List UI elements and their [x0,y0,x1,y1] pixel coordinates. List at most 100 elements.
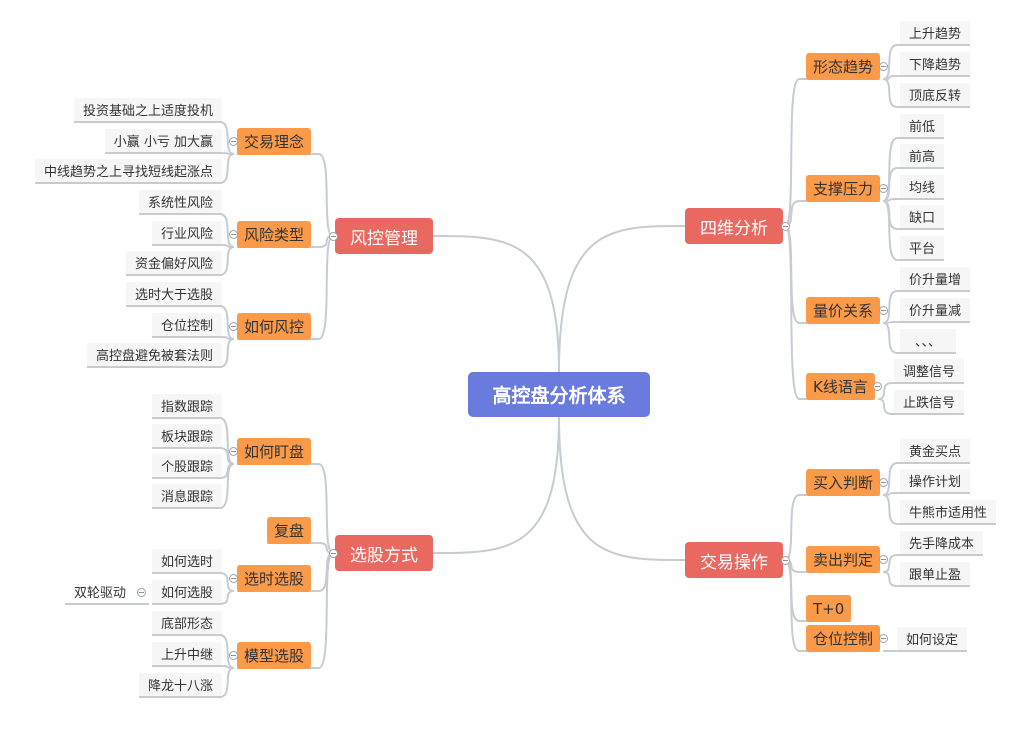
connector-line [311,153,334,237]
leaf-topic[interactable]: 高控盘避免被套法则 [86,343,222,368]
collapse-toggle-icon[interactable] [873,382,883,391]
leaf-topic[interactable]: 先手降成本 [900,531,984,556]
collapse-toggle-icon[interactable] [878,555,888,564]
connector-line [432,416,560,554]
collapse-toggle-icon[interactable] [328,548,338,558]
connector-line [311,552,334,669]
leaf-topic[interactable]: 牛熊市适用性 [900,500,997,525]
leaf-topic[interactable]: 板块跟踪 [151,424,222,449]
collapse-toggle-icon[interactable] [780,221,790,231]
main-topic-stock-picking[interactable]: 选股方式 [335,535,433,571]
connector-line [784,559,806,652]
connector-line [882,200,900,261]
subtopic-support-resistance[interactable]: 支撑压力 [806,175,881,202]
leaf-topic[interactable]: 中线趋势之上寻找短线起涨点 [34,159,222,184]
leaf-topic[interactable]: 调整信号 [894,359,965,384]
leaf-topic-dual-drive[interactable]: 双轮驱动 [64,580,135,605]
leaf-topic[interactable]: 个股跟踪 [151,454,222,479]
collapse-toggle-icon[interactable] [229,137,239,146]
collapse-toggle-icon[interactable] [229,230,239,239]
leaf-topic[interactable]: 均线 [900,175,945,200]
leaf-topic[interactable]: 指数跟踪 [151,394,222,419]
leaf-topic[interactable]: 资金偏好风险 [125,251,222,276]
leaf-topic[interactable]: 价升量减 [900,298,971,323]
collapse-toggle-icon[interactable] [328,231,338,241]
connector-line [432,235,560,373]
subtopic-risk-types[interactable]: 风险类型 [236,221,311,248]
main-topic-risk-management[interactable]: 风控管理 [335,218,433,254]
connector-line [784,225,806,400]
subtopic-pattern-trend[interactable]: 形态趋势 [806,53,881,80]
connector-line [311,235,334,340]
subtopic-position-control[interactable]: 仓位控制 [806,625,881,652]
collapse-toggle-icon[interactable] [780,555,790,565]
connector-line [882,322,900,354]
leaf-topic[interactable]: 价升量增 [900,267,971,292]
leaf-topic[interactable]: 仓位控制 [151,313,222,338]
collapse-toggle-icon[interactable] [229,447,239,456]
leaf-topic[interactable]: 如何选时 [151,549,222,574]
leaf-topic[interactable]: 止跌信号 [894,390,965,415]
connector-line [882,571,900,587]
leaf-topic[interactable]: 缺口 [900,205,945,230]
connector-line [883,321,900,324]
collapse-toggle-icon[interactable] [137,588,147,597]
leaf-topic[interactable]: 、、、 [900,329,956,354]
connector-line [877,398,894,415]
connector-line [558,416,686,561]
subtopic-model-picking[interactable]: 模型选股 [236,642,311,669]
leaf-topic[interactable]: 如何设定 [897,627,968,652]
connector-line [784,494,806,561]
connector-line [882,494,900,525]
leaf-topic[interactable]: 平台 [900,236,945,261]
connector-line [558,225,686,373]
leaf-topic[interactable]: 如何选股 [151,580,222,605]
collapse-toggle-icon[interactable] [878,478,888,487]
leaf-topic[interactable]: 系统性风险 [138,190,222,215]
collapse-toggle-icon[interactable] [878,634,888,643]
leaf-topic[interactable]: 顶底反转 [900,83,971,108]
leaf-topic[interactable]: 降龙十八涨 [138,673,222,698]
leaf-topic[interactable]: 选时大于选股 [125,282,222,307]
subtopic-t-plus-zero[interactable]: T+0 [806,595,852,622]
collapse-toggle-icon[interactable] [229,574,239,583]
leaf-topic[interactable]: 前低 [900,114,945,139]
collapse-toggle-icon[interactable] [229,322,239,331]
main-topic-four-dimension-analysis[interactable]: 四维分析 [685,208,783,244]
collapse-toggle-icon[interactable] [878,184,888,193]
subtopic-volume-price[interactable]: 量价关系 [806,297,881,324]
collapse-toggle-icon[interactable] [878,62,888,71]
connector-line [784,559,806,622]
leaf-topic[interactable]: 跟单止盈 [900,562,971,587]
subtopic-review[interactable]: 复盘 [266,517,311,544]
collapse-toggle-icon[interactable] [878,306,888,315]
subtopic-kline-language[interactable]: K线语言 [806,373,875,400]
leaf-topic[interactable]: 下降趋势 [900,52,971,77]
leaf-topic[interactable]: 小赢 小亏 加大赢 [104,129,222,154]
leaf-topic[interactable]: 投资基础之上适度投机 [73,98,222,123]
leaf-topic[interactable]: 黄金买点 [900,439,971,464]
main-topic-trading-operation[interactable]: 交易操作 [685,542,783,578]
leaf-topic[interactable]: 操作计划 [900,469,971,494]
subtopic-timing-picking[interactable]: 选时选股 [236,565,311,592]
connector-line [882,200,900,230]
connector-line [883,198,900,202]
connector-line [883,492,900,496]
subtopic-sell-judgement[interactable]: 卖出判定 [806,546,881,573]
subtopic-trading-idea[interactable]: 交易理念 [236,128,311,155]
leaf-topic[interactable]: 前高 [900,144,945,169]
connector-line [883,75,900,80]
subtopic-buy-judgement[interactable]: 买入判断 [806,469,881,496]
connector-line [784,78,806,227]
root-topic[interactable]: 高控盘分析体系 [468,372,650,417]
leaf-topic[interactable]: 上升趋势 [900,21,971,46]
leaf-topic[interactable]: 行业风险 [151,221,222,246]
connector-line [311,463,334,554]
leaf-topic[interactable]: 消息跟踪 [151,484,222,509]
leaf-topic[interactable]: 底部形态 [151,611,222,636]
collapse-toggle-icon[interactable] [229,651,239,660]
subtopic-watch-market[interactable]: 如何盯盘 [236,438,311,465]
subtopic-how-control-risk[interactable]: 如何风控 [236,313,311,340]
leaf-topic[interactable]: 上升中继 [151,642,222,667]
connector-line [882,78,900,108]
